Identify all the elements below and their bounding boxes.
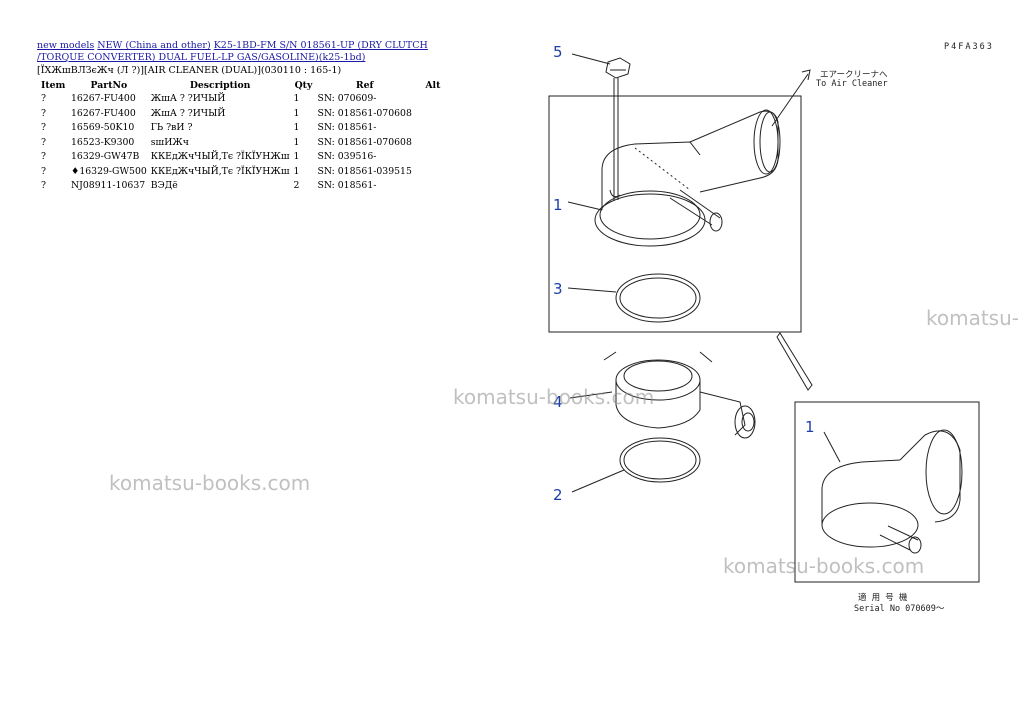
breadcrumb-link-model[interactable]: K25-1BD-FM S/N 018561-UP (DRY CLUTCH /TO…: [37, 40, 428, 63]
cell-description: ЖшА ? ?ИЧЫЙ: [150, 93, 226, 104]
cell-description: ВЭДё: [150, 180, 178, 191]
watermark: komatsu-books.com: [453, 385, 655, 409]
diagram-frame-upper: [548, 95, 802, 333]
serial-number-label: Serial No 070609～: [854, 604, 945, 614]
cell-description: ККЕдЖчЧЫЙ,Тє ?ЇКЇУНЖш: [150, 151, 290, 162]
o-ring-part-2: [619, 437, 701, 483]
cell-alt: [414, 136, 452, 151]
cell-partno: 16267-FU400: [71, 93, 136, 104]
breadcrumb: new models NEW (China and other) K25-1BD…: [37, 40, 457, 64]
callout-1-inset: 1: [805, 418, 815, 436]
parts-table: Item PartNo Description Qty Ref Alt ? 16…: [37, 78, 452, 194]
table-row: ? ♦16329-GW500 ККЕдЖчЧЫЙ,Тє ?ЇКЇУНЖш 1 S…: [37, 165, 452, 180]
cell-ref: SN: 018561-039515: [317, 165, 412, 177]
o-ring-part-3: [615, 273, 701, 323]
watermark: komatsu-: [926, 306, 1019, 330]
cell-alt: [414, 165, 452, 180]
cell-partno: 16569-50K10: [71, 122, 135, 133]
callout-5: 5: [553, 43, 563, 61]
cell-item: ?: [41, 136, 46, 148]
cell-item: ?: [41, 180, 46, 191]
cell-alt: [414, 107, 452, 122]
elbow-body-inset: [821, 429, 963, 554]
callout-2: 2: [553, 486, 563, 504]
cell-qty: 1: [293, 136, 300, 148]
air-cleaner-arrow: [771, 69, 811, 127]
cell-partno: ♦16329-GW500: [71, 165, 147, 177]
cell-item: ?: [41, 165, 46, 177]
pointer-arrow: [776, 332, 813, 391]
jp-air-cleaner-label: エアークリーナへ: [820, 70, 888, 80]
breadcrumb-link-new-models[interactable]: new models: [37, 40, 95, 51]
cell-description: ККЕдЖчЧЫЙ,Тє ?ЇКЇУНЖш: [150, 165, 290, 177]
cell-description: sшИЖч: [150, 136, 189, 148]
serial-jp-label: 適 用 号 機: [858, 593, 908, 603]
col-header-partno: PartNo: [90, 79, 128, 91]
col-header-description: Description: [189, 79, 251, 91]
cell-qty: 1: [293, 165, 300, 177]
table-header-row: Item PartNo Description Qty Ref Alt: [37, 78, 452, 92]
watermark: komatsu-books.com: [723, 554, 925, 578]
cell-qty: 1: [293, 107, 300, 119]
cell-item: ?: [41, 122, 46, 133]
page-subtitle: [ÏХЖшВЛЗєЖч (Л ?)][AIR CLEANER (DUAL)](0…: [37, 65, 342, 76]
cell-item: ?: [41, 107, 46, 119]
cell-item: ?: [41, 151, 46, 162]
callout-1: 1: [553, 196, 563, 214]
flange-part-4: [603, 351, 756, 439]
table-row: ? 16523-K9300 sшИЖч 1 SN: 018561-070608: [37, 136, 452, 151]
table-row: ? 16267-FU400 ЖшА ? ?ИЧЫЙ 1 SN: 070609-: [37, 92, 452, 107]
col-header-item: Item: [41, 79, 66, 91]
cell-alt: [414, 121, 452, 136]
cell-qty: 1: [293, 93, 300, 104]
cell-ref: SN: 039516-: [317, 151, 377, 162]
callout-4: 4: [553, 393, 563, 411]
breadcrumb-link-new-china[interactable]: NEW (China and other): [97, 40, 211, 51]
cell-alt: [414, 179, 452, 194]
table-row: ? 16329-GW47B ККЕдЖчЧЫЙ,Тє ?ЇКЇУНЖш 1 SN…: [37, 150, 452, 165]
cell-ref: SN: 070609-: [317, 93, 377, 104]
col-header-alt: Alt: [425, 79, 441, 91]
cell-partno: 16523-K9300: [71, 136, 135, 148]
table-row: ? 16267-FU400 ЖшА ? ?ИЧЫЙ 1 SN: 018561-0…: [37, 107, 452, 122]
col-header-qty: Qty: [294, 79, 313, 91]
cell-description: ГЬ ?вИ ?: [150, 122, 193, 133]
cap-part-5: [605, 57, 631, 200]
cell-qty: 2: [293, 180, 300, 191]
table-row: ? NJ08911-10637 ВЭДё 2 SN: 018561-: [37, 179, 452, 194]
cell-item: ?: [41, 93, 46, 104]
cell-partno: 16329-GW47B: [71, 151, 140, 162]
cell-partno: 16267-FU400: [71, 107, 136, 119]
table-row: ? 16569-50K10 ГЬ ?вИ ? 1 SN: 018561-: [37, 121, 452, 136]
cell-ref: SN: 018561-070608: [317, 107, 412, 119]
cell-alt: [414, 92, 452, 107]
elbow-body-part-1: [594, 109, 781, 247]
diagram-frame-inset: [794, 401, 980, 583]
to-air-cleaner-label: To Air Cleaner: [816, 79, 888, 89]
cell-ref: SN: 018561-070608: [317, 136, 412, 148]
diagram-code: P4FA363: [944, 42, 994, 52]
watermark: komatsu-books.com: [109, 471, 311, 495]
cell-partno: NJ08911-10637: [71, 180, 146, 191]
parts-diagram: [548, 53, 980, 583]
callout-3: 3: [553, 280, 563, 298]
cell-ref: SN: 018561-: [317, 122, 377, 133]
cell-ref: SN: 018561-: [317, 180, 377, 191]
cell-qty: 1: [293, 151, 300, 162]
col-header-ref: Ref: [355, 79, 374, 91]
cell-alt: [414, 150, 452, 165]
cell-description: ЖшА ? ?ИЧЫЙ: [150, 107, 226, 119]
cell-qty: 1: [293, 122, 300, 133]
